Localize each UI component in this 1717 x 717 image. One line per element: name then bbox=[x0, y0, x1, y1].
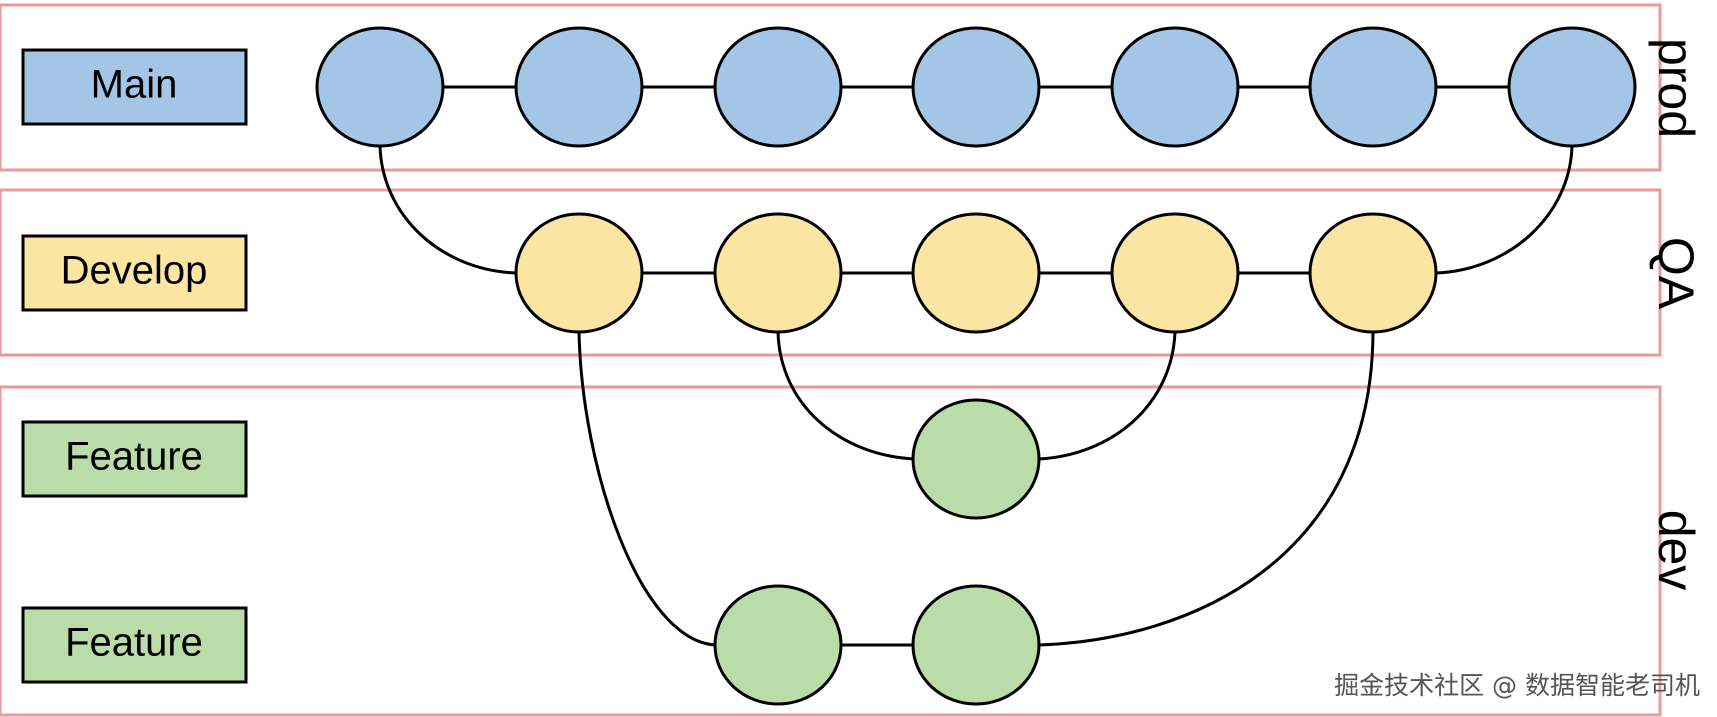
main-commits bbox=[315, 26, 1637, 148]
env-label-dev: dev bbox=[1648, 510, 1704, 591]
commit-node-develop-2 bbox=[713, 212, 843, 334]
commit-node-main-2 bbox=[514, 26, 644, 148]
commit-node-main-1 bbox=[315, 26, 445, 148]
branch-label-text: Feature bbox=[65, 435, 203, 479]
commit-node-main-5 bbox=[1110, 26, 1240, 148]
commit-node-develop-4 bbox=[1110, 212, 1240, 334]
env-label-prod: prod bbox=[1648, 38, 1704, 138]
branch-label-text: Develop bbox=[61, 249, 208, 293]
connector-feature-2-to-develop bbox=[1038, 331, 1375, 647]
connector-develop-to-feature-2 bbox=[577, 331, 716, 647]
commit-node-main-4 bbox=[911, 26, 1041, 148]
commit-node-feature-1 bbox=[911, 398, 1041, 520]
connector-feature-1-to-develop bbox=[1038, 331, 1177, 461]
branch-label-text: Feature bbox=[65, 621, 203, 665]
branch-label-feature-1: Feature bbox=[21, 420, 248, 498]
connector-develop-to-feature-1 bbox=[776, 331, 915, 461]
commit-node-main-3 bbox=[713, 26, 843, 148]
commit-node-main-6 bbox=[1308, 26, 1438, 148]
branch-label-develop: Develop bbox=[21, 234, 248, 312]
commit-node-main-7 bbox=[1507, 26, 1637, 148]
branch-box-main bbox=[21, 48, 248, 126]
branch-box-feature-1 bbox=[21, 420, 248, 498]
connector-main-to-develop bbox=[378, 145, 517, 275]
feature-commits bbox=[713, 398, 1041, 706]
lane-qa bbox=[0, 188, 1662, 357]
lane-prod bbox=[0, 3, 1662, 172]
env-label-qa: QA bbox=[1648, 237, 1704, 310]
branch-label-main: Main bbox=[21, 48, 248, 126]
branch-box-feature-2 bbox=[21, 606, 248, 684]
commit-node-feature-2a bbox=[713, 584, 843, 706]
develop-commits bbox=[514, 212, 1438, 334]
branch-label-text: Main bbox=[91, 63, 178, 107]
watermark: 掘金技术社区 @ 数据智能老司机 bbox=[1334, 671, 1700, 700]
branch-box-develop bbox=[21, 234, 248, 312]
branch-label-feature-2: Feature bbox=[21, 606, 248, 684]
commit-node-develop-5 bbox=[1308, 212, 1438, 334]
commit-node-develop-1 bbox=[514, 212, 644, 334]
commit-node-feature-2b bbox=[911, 584, 1041, 706]
lane-dev bbox=[0, 385, 1662, 717]
commit-node-develop-3 bbox=[911, 212, 1041, 334]
connector-develop-to-main bbox=[1435, 145, 1574, 275]
